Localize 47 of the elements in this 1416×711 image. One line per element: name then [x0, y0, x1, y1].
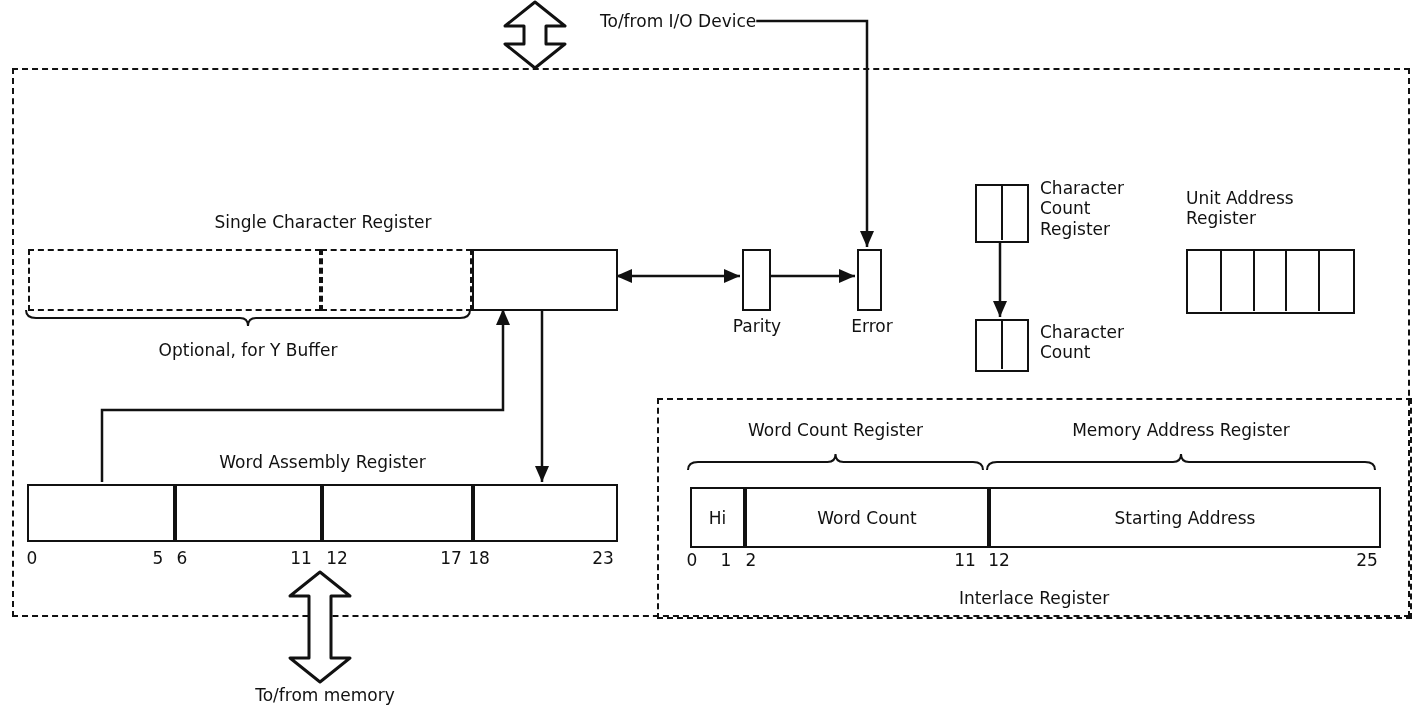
arrow: [769, 269, 855, 283]
arrow: [993, 241, 1007, 317]
bit-number: 6: [175, 548, 189, 569]
register-cell: [473, 484, 618, 542]
arrow: [616, 269, 740, 283]
bit-number: 11: [953, 550, 977, 571]
register-label: Character Count: [1040, 322, 1125, 363]
arrow: [100, 309, 510, 482]
register-cell: [321, 249, 472, 311]
bit-number: 11: [289, 548, 313, 569]
bit-number: 23: [591, 548, 615, 569]
arrow: [535, 309, 549, 482]
bit-number: 17: [439, 548, 463, 569]
register-label: Character Count Register: [1040, 178, 1125, 240]
bit-number: 12: [325, 548, 349, 569]
bit-number: 2: [744, 550, 758, 571]
register-label: Parity: [731, 316, 783, 337]
register-cell: [175, 484, 322, 542]
register-field: Word Count: [745, 487, 989, 548]
dashed-boundary: [12, 68, 1410, 617]
arrow: [756, 19, 874, 247]
register-cell: [322, 484, 473, 542]
bit-number: 0: [25, 548, 39, 569]
register-title: Interlace Register: [958, 588, 1110, 609]
register-title: Single Character Register: [214, 212, 432, 233]
bit-number: 5: [151, 548, 165, 569]
register-label: Error: [850, 316, 894, 337]
register-field: Hi: [690, 487, 745, 548]
connector-label: To/from I/O Device: [600, 8, 757, 34]
bit-number: 0: [685, 550, 699, 571]
double-arrow: [503, 0, 567, 70]
bit-number: 25: [1355, 550, 1379, 571]
bracket-label: Word Count Register: [747, 420, 924, 441]
register-field: Starting Address: [989, 487, 1381, 548]
double-arrow: [288, 570, 352, 684]
register-cell: [28, 249, 321, 311]
connector-label: To/from memory: [225, 682, 425, 708]
bracket-label: Optional, for Y Buffer: [157, 340, 339, 361]
bit-number: 18: [467, 548, 491, 569]
register-label: Unit Address Register: [1186, 188, 1295, 229]
bit-number: 12: [987, 550, 1011, 571]
register-cell: [27, 484, 175, 542]
dashed-boundary: [657, 398, 1412, 619]
register-cell: [472, 249, 618, 311]
register-title: Word Assembly Register: [219, 452, 426, 473]
bracket-label: Memory Address Register: [1071, 420, 1291, 441]
bit-number: 1: [719, 550, 733, 571]
